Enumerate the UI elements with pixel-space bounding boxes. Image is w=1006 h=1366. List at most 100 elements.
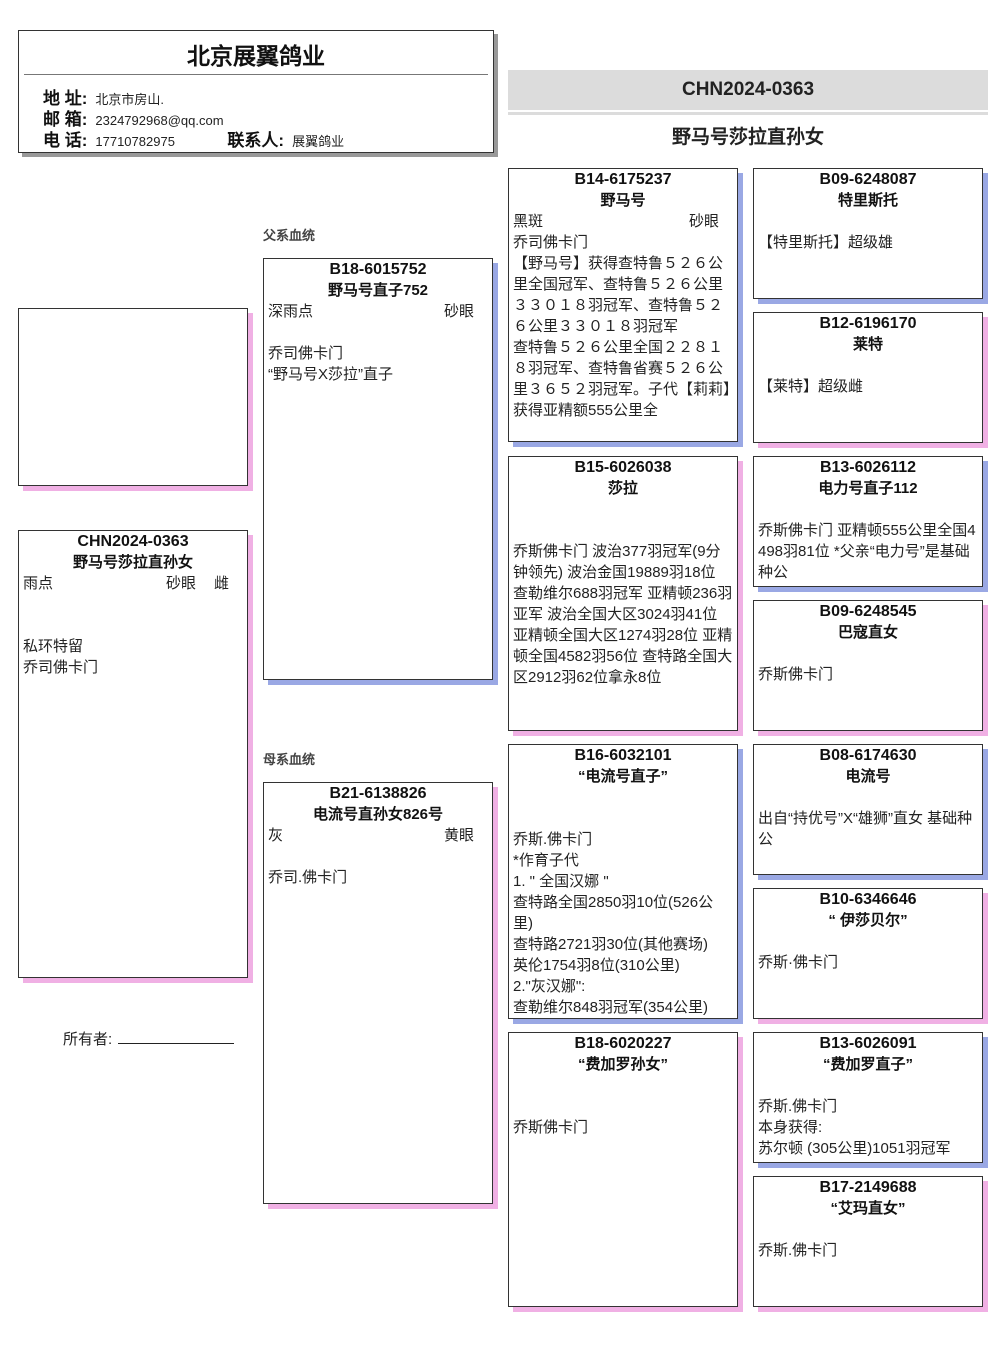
eye-color: 黄眼: [443, 827, 474, 844]
eye-sex-group: 黄眼: [426, 825, 474, 846]
email-value[interactable]: 2324792968@qq.com: [95, 113, 224, 128]
phone-value: 17710782975: [95, 134, 175, 149]
bird-notes: 乔斯佛卡门: [513, 1119, 589, 1136]
pedigree-box-dds[interactable]: B13-6026091 “费加罗直子” 乔斯.佛卡门 本身获得: 苏尔顿 (305…: [753, 1032, 983, 1163]
ring-number: B18-6020227: [574, 1035, 672, 1052]
bird-name: “艾玛直女”: [830, 1200, 906, 1217]
bird-name: 电力号直子112: [818, 480, 918, 497]
bird-name: “费加罗孙女”: [577, 1056, 668, 1073]
phone-row: 电 话: 17710782975 联系人: 展翼鸽业: [43, 126, 344, 151]
ring-number: B09-6248545: [819, 603, 917, 620]
bird-notes: 出自“持优号”X“雄狮”直女 基础种公: [758, 810, 973, 848]
eye-color: 砂眼: [443, 303, 474, 320]
address-label: 地 址:: [43, 89, 88, 108]
pedigree-box-sire[interactable]: B18-6015752 野马号直子752 深雨点 砂眼 乔司佛卡门 “野马号X莎拉”直…: [263, 258, 493, 680]
color-eye-row: 雨点 砂眼雌: [19, 573, 247, 594]
contact-value: 展翼鸽业: [292, 134, 345, 149]
address-row: 地 址: 北京市房山.: [43, 84, 164, 109]
bird-notes: 乔斯.佛卡门 *作育子代 1. " 全国汉娜 " 查特路全国2850羽10位(5…: [513, 831, 714, 1016]
bird-notes: 乔斯.佛卡门 本身获得: 苏尔顿 (305公里)1051羽冠军: [758, 1098, 951, 1157]
bird-notes: 乔司.佛卡门: [268, 869, 348, 886]
ring-number: B16-6032101: [574, 747, 672, 764]
owner-signature-line[interactable]: [118, 1029, 235, 1044]
color-eye-row: 深雨点 砂眼: [264, 301, 492, 322]
bird-notes: 乔斯佛卡门 亚精顿555公里全国4498羽81位 *父亲“电力号”是基础种公: [758, 522, 976, 581]
bird-name: 电流号直孙女826号: [312, 806, 444, 823]
eye-sex-group: 砂眼: [426, 301, 474, 322]
plumage-color: 黑斑: [513, 213, 544, 230]
bird-notes: 乔斯佛卡门 波治377羽冠军(9分钟领先) 波治金国19889羽18位 查勒维尔…: [513, 543, 733, 686]
banner-name: 野马号莎拉直孙女: [671, 127, 824, 148]
bird-notes: 乔斯佛卡门: [758, 666, 834, 683]
address-value: 北京市房山.: [95, 92, 165, 107]
ring-number: B15-6026038: [574, 459, 672, 476]
pedigree-box-sdd[interactable]: B09-6248545 巴寇直女 乔斯佛卡门: [753, 600, 983, 731]
ring-number: B12-6196170: [819, 315, 917, 332]
dam-line-label: 母系血统: [263, 752, 316, 767]
bird-name: 野马号: [600, 192, 646, 209]
ring-number: B18-6015752: [329, 261, 427, 278]
pedigree-box-ds[interactable]: B16-6032101 “电流号直子” 乔斯.佛卡门 *作育子代 1. " 全国汉…: [508, 744, 738, 1019]
pedigree-box-sds[interactable]: B13-6026112 电力号直子112 乔斯佛卡门 亚精顿555公里全国4498…: [753, 456, 983, 587]
bird-name: 野马号直子752: [327, 282, 429, 299]
plumage-color: 雨点: [23, 575, 54, 592]
pedigree-box-ss[interactable]: B14-6175237 野马号黑斑 砂眼乔司佛卡门 【野马号】获得查特鲁５２６公里全…: [508, 168, 738, 442]
pedigree-box-dsd[interactable]: B10-6346646 “ 伊莎贝尔” 乔斯·佛卡门: [753, 888, 983, 1019]
contact-label: 联系人:: [227, 131, 285, 150]
owner-field: 所有者:: [63, 1028, 235, 1049]
bird-name: 特里斯托: [837, 192, 898, 209]
pedigree-box-sss[interactable]: B09-6248087 特里斯托 【特里斯托】超级雄: [753, 168, 983, 299]
bird-name: “电流号直子”: [577, 768, 668, 785]
bird-notes: 乔斯·佛卡门: [758, 954, 838, 971]
bird-notes: 乔司佛卡门 【野马号】获得查特鲁５２６公里全国冠军、查特鲁５２６公里３３０１８羽…: [513, 234, 731, 419]
breeder-header: 北京展翼鸽业 地 址:北京市房山. 邮 箱:2324792968@qq.com …: [18, 30, 494, 153]
ring-number: B13-6026112: [819, 459, 917, 476]
pedigree-box-subject[interactable]: CHN2024-0363 野马号莎拉直孙女雨点 砂眼雌 私环特留 乔司佛卡门: [18, 530, 248, 978]
bird-notes: 乔斯.佛卡门: [758, 1242, 838, 1259]
banner-divider: [508, 112, 988, 115]
eye-color: 砂眼: [688, 213, 719, 230]
color-eye-row: 黑斑 砂眼: [509, 211, 737, 232]
eye-color: 砂眼: [165, 575, 196, 592]
ring-number: B08-6174630: [819, 747, 917, 764]
email-row: 邮 箱: 2324792968@qq.com: [43, 105, 224, 130]
sex: 雌: [213, 575, 229, 592]
ring-number: CHN2024-0363: [77, 533, 189, 550]
owner-label: 所有者:: [63, 1031, 113, 1048]
ring-number: B14-6175237: [574, 171, 672, 188]
bird-name: “费加罗直子”: [822, 1056, 913, 1073]
photo-placeholder: [18, 308, 248, 486]
pedigree-box-dd[interactable]: B18-6020227 “费加罗孙女” 乔斯佛卡门: [508, 1032, 738, 1307]
eye-sex-group: 砂眼雌: [148, 573, 229, 594]
plumage-color: 灰: [268, 827, 284, 844]
pedigree-box-ssd[interactable]: B12-6196170 莱特 【莱特】超级雌: [753, 312, 983, 443]
sire-line-label: 父系血统: [263, 228, 316, 243]
bird-name: 野马号莎拉直孙女: [72, 554, 193, 571]
bird-name: 巴寇直女: [837, 624, 898, 641]
bird-name: 莎拉: [607, 480, 638, 497]
color-eye-row: 灰 黄眼: [264, 825, 492, 846]
ring-number: B09-6248087: [819, 171, 917, 188]
pedigree-box-dss[interactable]: B08-6174630 电流号 出自“持优号”X“雄狮”直女 基础种公: [753, 744, 983, 875]
pedigree-box-ddd[interactable]: B17-2149688 “艾玛直女” 乔斯.佛卡门: [753, 1176, 983, 1307]
bird-notes: 乔司佛卡门 “野马号X莎拉”直子: [268, 345, 393, 383]
bird-name: “ 伊莎贝尔”: [828, 912, 908, 929]
bird-notes: 私环特留 乔司佛卡门: [23, 638, 99, 676]
divider: [24, 74, 488, 75]
ring-number: B17-2149688: [819, 1179, 917, 1196]
eye-sex-group: 砂眼: [671, 211, 719, 232]
email-label: 邮 箱:: [43, 110, 88, 129]
ring-number: B10-6346646: [819, 891, 917, 908]
bird-name: 莱特: [852, 336, 883, 353]
breeder-name: 北京展翼鸽业: [187, 43, 325, 69]
bird-name: 电流号: [845, 768, 891, 785]
ring-number: B13-6026091: [819, 1035, 917, 1052]
bird-notes: 【特里斯托】超级雄: [758, 234, 894, 251]
pedigree-box-dam[interactable]: B21-6138826 电流号直孙女826号灰 黄眼 乔司.佛卡门: [263, 782, 493, 1204]
ring-number: B21-6138826: [329, 785, 427, 802]
phone-label: 电 话:: [43, 131, 88, 150]
pedigree-box-sd[interactable]: B15-6026038 莎拉 乔斯佛卡门 波治377羽冠军(9分钟领先) 波治金国…: [508, 456, 738, 731]
bird-notes: 【莱特】超级雌: [758, 378, 864, 395]
plumage-color: 深雨点: [268, 303, 314, 320]
banner-ring: CHN2024-0363: [508, 70, 988, 110]
